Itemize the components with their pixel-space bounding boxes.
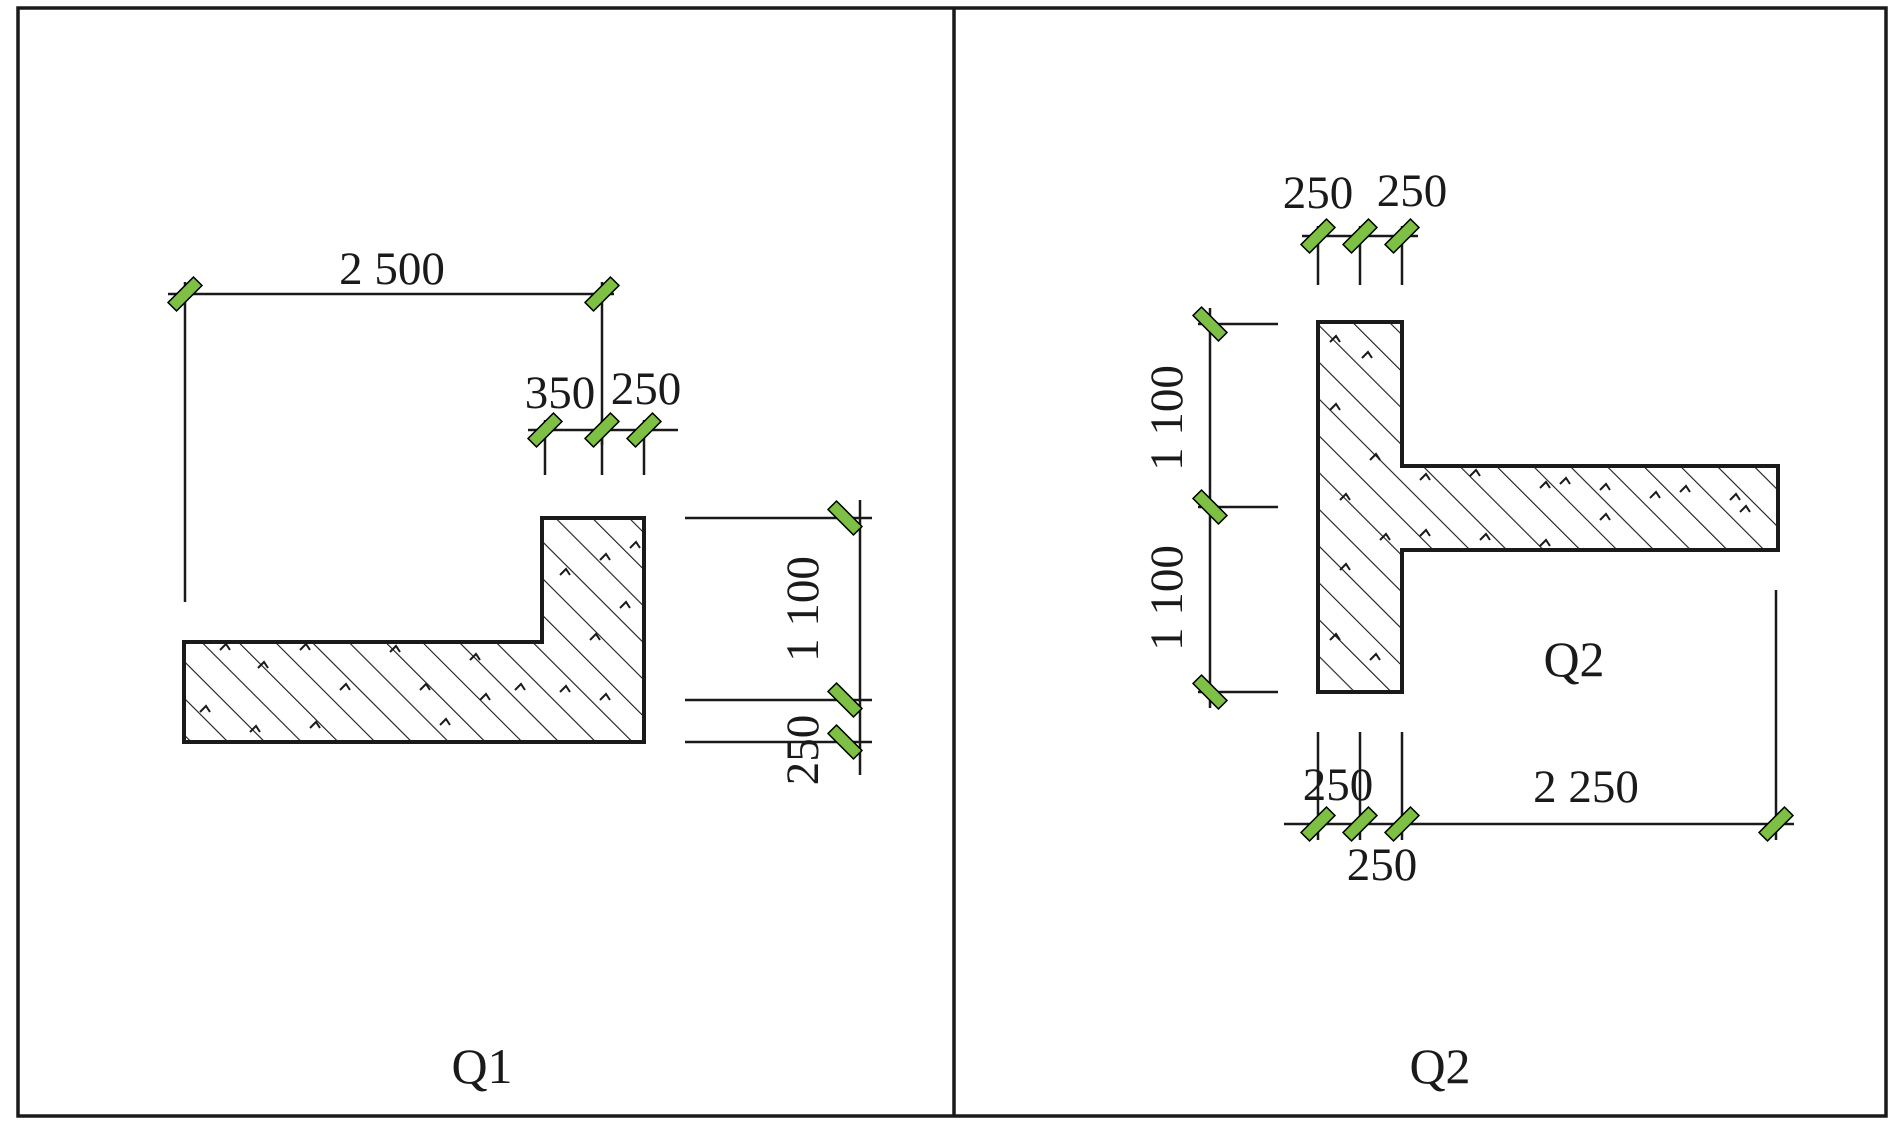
dim-label-bottom-right: 2 250 — [1533, 761, 1639, 813]
dim-label-vertical-upper: 1 100 — [1141, 365, 1193, 471]
dim-label-flange-right: 250 — [611, 363, 682, 415]
panel-label-q1: Q1 — [451, 1038, 512, 1094]
dim-label-vertical-lower: 1 100 — [1141, 545, 1193, 651]
dim-label-flange-left: 350 — [525, 367, 596, 419]
left-panel: 2 500 350 250 1 100 250 Q1 — [167, 243, 872, 1094]
dim-label-top-total: 2 500 — [339, 243, 445, 295]
dim-label-vertical-lower: 250 — [777, 715, 829, 786]
dim-label-bottom-left-top: 250 — [1303, 759, 1374, 811]
panel-label-q2: Q2 — [1409, 1038, 1470, 1094]
dim-label-top-left: 250 — [1283, 167, 1354, 219]
section-label-q2: Q2 — [1543, 631, 1604, 687]
l-shaped-wall-section — [182, 516, 646, 744]
t-shaped-wall-section — [1316, 320, 1780, 694]
outer-frame — [16, 6, 1888, 1118]
dim-label-top-right: 250 — [1377, 165, 1448, 217]
right-panel: 250 250 1 100 1 100 250 250 2 250 Q2 Q2 — [1141, 165, 1794, 1094]
aggregate-marks-left — [199, 540, 641, 733]
dim-label-vertical-upper: 1 100 — [777, 556, 829, 662]
aggregate-marks-right — [1329, 334, 1751, 661]
dim-label-bottom-left-bottom: 250 — [1347, 839, 1418, 891]
